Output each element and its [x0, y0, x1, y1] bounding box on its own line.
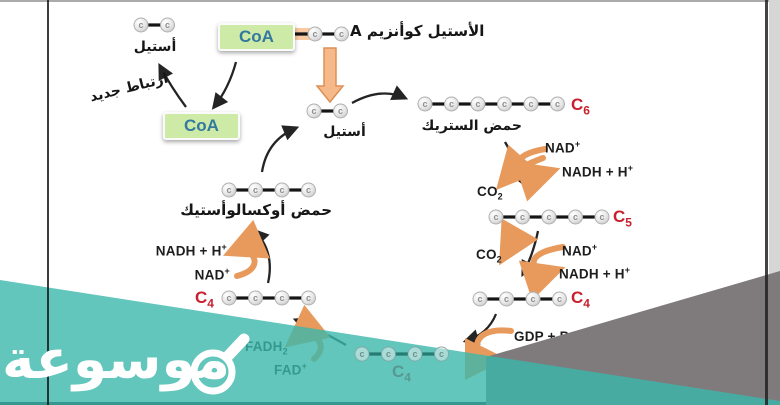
carbon-letter: c [253, 293, 258, 303]
carbon-atom [221, 290, 237, 306]
carbon-atom [133, 17, 149, 33]
carbon-letter: c [339, 29, 344, 39]
carbon-letter: c [311, 106, 316, 116]
right-edge-strip [769, 0, 780, 405]
carbon-letter: c [477, 294, 482, 304]
arrow-acetyl-to-citric [351, 85, 409, 105]
carbon-atom [568, 209, 583, 225]
carbon-atom [274, 290, 290, 306]
carbon-atom [541, 209, 557, 225]
carbon-letter: c [493, 212, 498, 222]
magnifier-lens [190, 349, 236, 395]
carbon-atom [333, 103, 348, 119]
carbon-atom [525, 291, 541, 307]
carbon-letter: c [312, 29, 317, 39]
carbon-letter: c [530, 294, 535, 304]
carbon-atom [334, 26, 349, 42]
carbon-atom [381, 346, 396, 362]
carbon-atom [515, 209, 530, 225]
carbon-atom [301, 182, 316, 198]
carbon-letter: c [520, 212, 525, 222]
carbon-letter: c [599, 212, 604, 222]
carbon-letter: c [253, 185, 258, 195]
carbon-letter: c [306, 293, 311, 303]
left-border-line [47, 0, 49, 405]
right-border-line [765, 0, 768, 405]
carbon-atom [470, 96, 486, 112]
carbon-letter: c [439, 349, 444, 359]
carbon-atom [497, 96, 512, 112]
arrow-nad-to-nadh-3 [222, 219, 270, 279]
carbon-letter: c [528, 99, 533, 109]
carbon-letter: c [546, 212, 551, 222]
carbon-letter: c [555, 99, 560, 109]
arrow-to-co2-1 [496, 144, 546, 190]
magnifier-handle [222, 333, 250, 362]
carbon-letter: c [338, 106, 343, 116]
carbon-atom [306, 103, 322, 119]
arrow-coa-to-acetyl [158, 62, 187, 108]
arrow-coa-down [211, 61, 238, 110]
carbon-letter: c [504, 294, 509, 304]
carbon-atom [552, 291, 567, 307]
carbon-atom [417, 96, 433, 112]
carbon-letter: c [386, 349, 391, 359]
carbon-letter: c [279, 185, 284, 195]
carbon-atom [523, 96, 539, 112]
carbon-atom [499, 291, 514, 307]
carbon-letter: c [573, 212, 578, 222]
carbon-atom [594, 209, 610, 225]
carbon-atom [221, 182, 237, 198]
arrow-oxaloacetate-to-acetyl [260, 125, 300, 173]
carbon-atom [472, 291, 488, 307]
carbon-atom [301, 290, 316, 306]
carbon-atom [488, 209, 504, 225]
carbon-atom [550, 96, 565, 112]
carbon-letter: c [412, 349, 417, 359]
carbon-letter: c [165, 20, 170, 30]
carbon-atom [248, 290, 263, 306]
carbon-letter: c [279, 293, 284, 303]
carbon-atom [407, 346, 423, 362]
carbon-letter: c [138, 20, 143, 30]
carbon-letter: c [422, 99, 427, 109]
carbon-atom [307, 26, 323, 42]
magnifier-icon [190, 333, 250, 395]
top-border-line [0, 0, 780, 2]
arrow-nad-to-nadh-2 [518, 244, 566, 301]
carbon-atom [444, 96, 459, 112]
carbon-letter: c [502, 99, 507, 109]
arrow-to-co2-2 [499, 218, 539, 266]
carbon-letter: c [475, 99, 480, 109]
carbon-letter: c [557, 294, 562, 304]
carbon-atom [434, 346, 449, 362]
carbon-letter: c [449, 99, 454, 109]
acetyl-entry-block-arrow [315, 47, 345, 104]
carbon-atom [354, 346, 370, 362]
carbon-letter: c [306, 185, 311, 195]
carbon-letter: c [226, 185, 231, 195]
carbon-atom [274, 182, 290, 198]
carbon-atom [160, 17, 175, 33]
carbon-letter: c [359, 349, 364, 359]
carbon-letter: c [226, 293, 231, 303]
carbon-atom [248, 182, 263, 198]
